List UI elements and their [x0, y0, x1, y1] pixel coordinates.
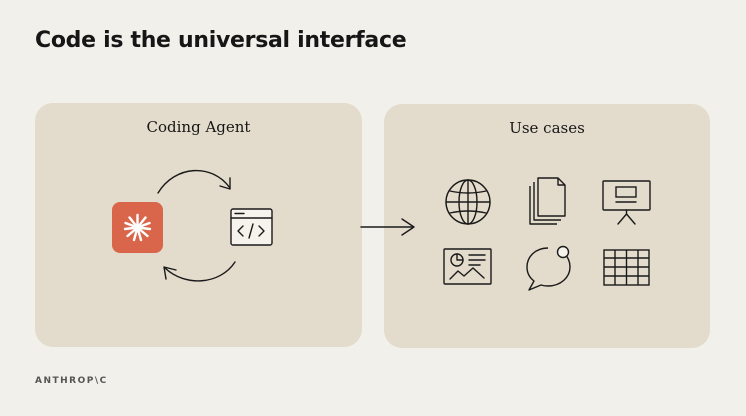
page-title: Code is the universal interface [35, 28, 407, 53]
brand-wordmark: ANTHROP\C [35, 376, 108, 386]
use-cases-panel: Use cases [384, 104, 710, 348]
coding-agent-panel: Coding Agent [35, 103, 362, 347]
spreadsheet-icon [599, 242, 655, 298]
anthropic-starburst-icon [112, 202, 163, 253]
presentation-icon [599, 174, 655, 230]
coding-agent-label: Coding Agent [146, 118, 251, 136]
globe-icon [440, 174, 496, 230]
documents-icon [521, 174, 577, 230]
dashboard-icon [440, 242, 496, 298]
chat-bubble-icon [521, 240, 577, 296]
use-cases-label: Use cases [509, 119, 585, 137]
